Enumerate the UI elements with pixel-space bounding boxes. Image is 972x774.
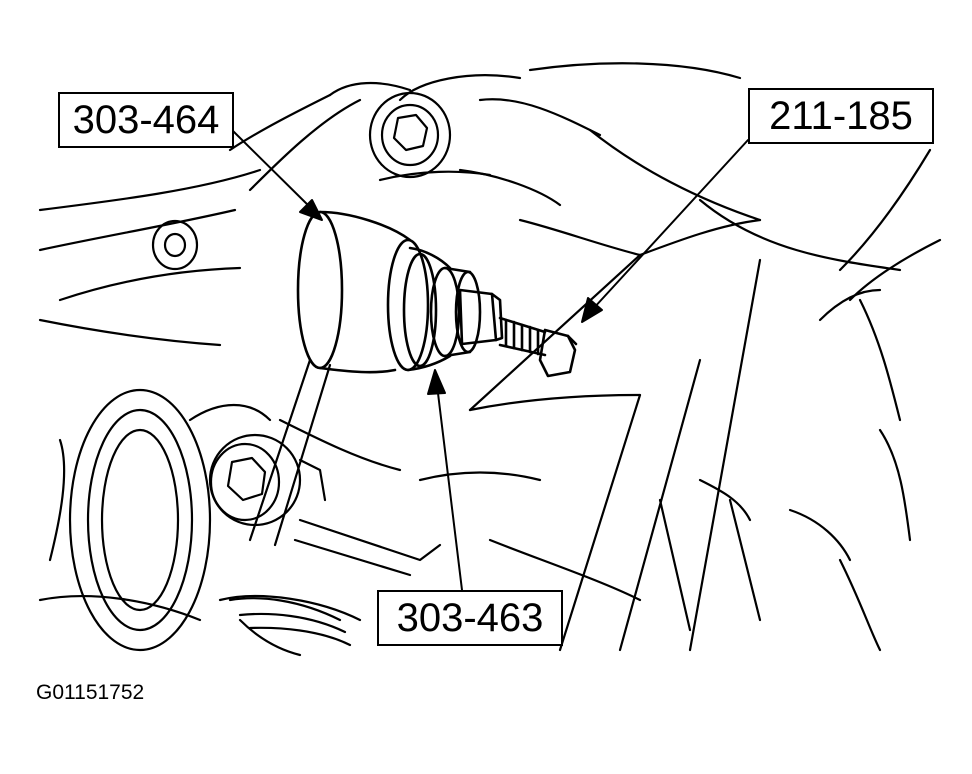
bellows-boot [228,597,352,647]
callout-303-464: 303-464 [58,92,234,148]
figure-id: G01151752 [36,681,145,704]
engine-background-lines [38,62,942,657]
forcing-screw [458,288,578,378]
left-mount-boss [151,219,199,271]
upper-bolt-boss [368,91,452,179]
leader-211-185 [581,139,749,323]
leader-303-463 [427,369,463,591]
callout-211-185: 211-185 [748,88,934,144]
pulley-left [68,388,272,652]
adapter-tool [406,246,482,372]
callout-303-463: 303-463 [377,590,563,646]
lower-bolt-boss [208,433,442,577]
leader-303-464 [231,129,323,221]
receiver-cup-tool [296,210,438,374]
